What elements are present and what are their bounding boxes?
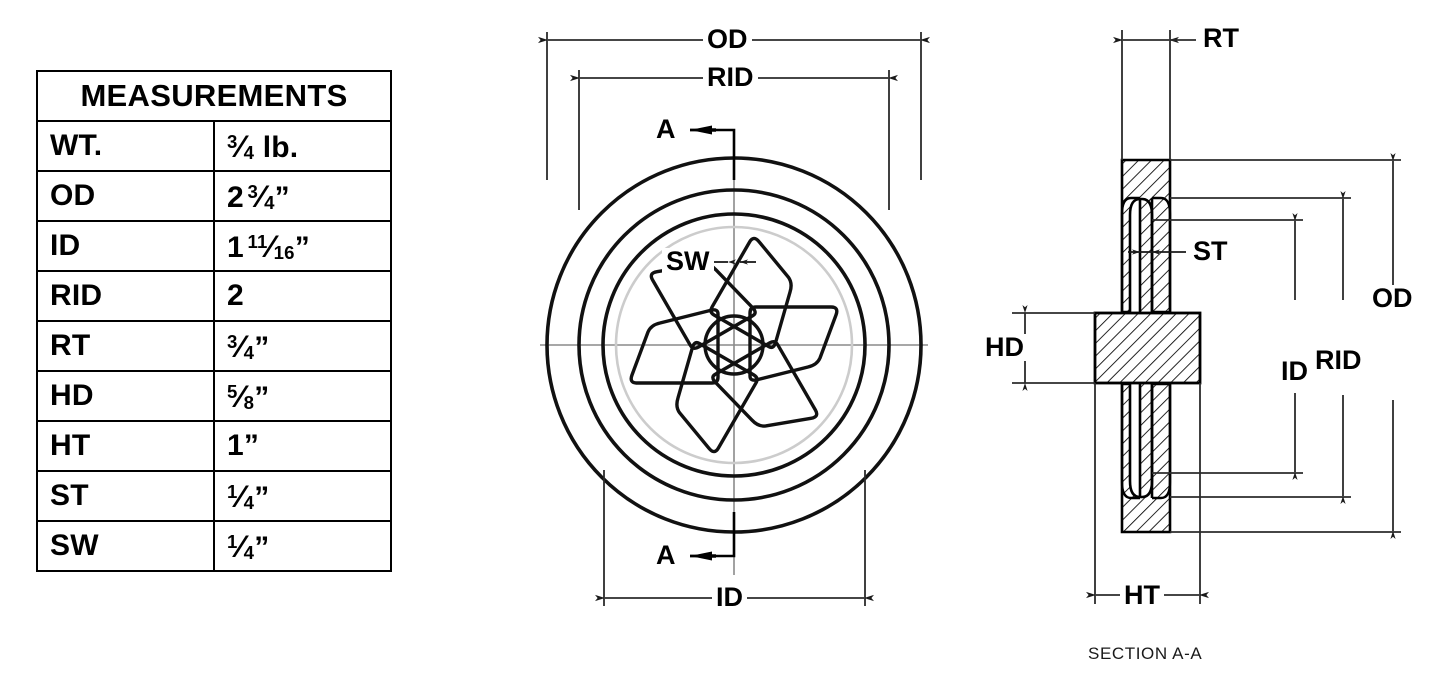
hub-bore-circle (703, 314, 765, 376)
row-label-sw: SW (36, 520, 215, 572)
spoke-window (629, 308, 720, 385)
section-rt-label: RT (1199, 25, 1243, 52)
hidden-web-circle (614, 225, 854, 465)
row-value-wt-suffix: lb. (254, 130, 299, 164)
section-view (1012, 30, 1401, 604)
section-groove-outlines (1120, 196, 1172, 500)
fraction-id: 11⁄16 (247, 227, 295, 264)
fraction-bar: ⁄ (237, 477, 244, 514)
section-view-caption: SECTION A-A (1088, 644, 1203, 663)
table-row: RT 3⁄4” (36, 320, 392, 372)
fraction-bar: ⁄ (237, 377, 244, 414)
row-value-id-whole: 1 (227, 230, 244, 264)
table-title-row: MEASUREMENTS (36, 70, 392, 122)
front-od-dimension (538, 32, 930, 180)
section-mark-a-top: A (652, 116, 680, 143)
row-value-hd-suffix: ” (254, 380, 270, 414)
spoke-window (711, 340, 819, 428)
section-web-lower (1140, 383, 1152, 497)
fraction-bar: ⁄ (237, 127, 244, 164)
row-value-st-suffix: ” (254, 480, 270, 514)
row-value-rid: 2 (213, 270, 392, 322)
spoke-window (709, 236, 793, 350)
row-label-wt: WT. (36, 120, 215, 172)
spoke-window (748, 305, 839, 382)
row-value-ht: 1” (213, 420, 392, 472)
row-label-rt: RT (36, 320, 215, 372)
section-cut-top (690, 128, 736, 180)
table-row: ST 1⁄4” (36, 470, 392, 522)
row-label-st: ST (36, 470, 215, 522)
section-lower-rim (1120, 382, 1172, 534)
rim-inner-diameter-circle (577, 188, 891, 502)
section-upper-rim (1120, 158, 1172, 314)
fraction-wt: 3⁄4 (227, 127, 255, 164)
fraction-rt: 3⁄4 (227, 327, 255, 364)
fraction-od: 3⁄4 (247, 177, 275, 214)
spoke-window (675, 340, 759, 454)
section-web-upper (1140, 199, 1152, 313)
section-ht-dimension (1086, 383, 1209, 604)
row-value-id-suffix: ” (294, 230, 310, 264)
section-od-label: OD (1368, 285, 1417, 312)
section-web-edges (1138, 198, 1154, 498)
front-od-label: OD (703, 26, 752, 53)
row-value-wt: 3⁄4 lb. (213, 120, 392, 172)
section-hd-label: HD (981, 334, 1028, 361)
fraction-hd: 5⁄8 (227, 377, 255, 414)
section-solid-body (1093, 158, 1202, 534)
section-mark-a-bottom: A (652, 542, 680, 569)
front-id-label: ID (712, 584, 747, 611)
front-rid-label: RID (703, 64, 758, 91)
fraction-bar: ⁄ (237, 527, 244, 564)
section-id-label: ID (1277, 358, 1312, 385)
row-value-od-whole: 2 (227, 180, 244, 214)
table-row: HT 1” (36, 420, 392, 472)
fraction-bar: ⁄ (267, 227, 274, 264)
section-ht-label: HT (1120, 582, 1164, 609)
fraction-st: 1⁄4 (227, 477, 255, 514)
row-value-rt-suffix: ” (254, 330, 270, 364)
row-label-od: OD (36, 170, 215, 222)
inner-diameter-circle (601, 212, 867, 478)
outer-diameter-circle (545, 156, 923, 534)
table-row: RID 2 (36, 270, 392, 322)
fraction-bar: ⁄ (258, 177, 264, 214)
fraction-bar: ⁄ (237, 327, 244, 364)
row-value-sw-suffix: ” (254, 530, 270, 564)
section-rt-dimension (1113, 30, 1196, 160)
fraction-sw: 1⁄4 (227, 527, 255, 564)
row-value-hd: 5⁄8” (213, 370, 392, 422)
front-view (538, 32, 930, 606)
row-value-st: 1⁄4” (213, 470, 392, 522)
row-label-rid: RID (36, 270, 215, 322)
table-row: WT. 3⁄4 lb. (36, 120, 392, 172)
section-cut-bottom (690, 512, 736, 558)
row-label-id: ID (36, 220, 215, 272)
row-value-sw: 1⁄4” (213, 520, 392, 572)
measurements-table-title: MEASUREMENTS (36, 70, 392, 122)
front-sw-label: SW (662, 248, 714, 275)
section-hub-boss (1093, 311, 1202, 385)
row-value-rt: 3⁄4” (213, 320, 392, 372)
section-st-label: ST (1189, 238, 1232, 265)
section-od-dimension (1170, 153, 1401, 539)
row-value-od-suffix: ” (274, 180, 290, 214)
table-row: HD 5⁄8” (36, 370, 392, 422)
section-rid-label: RID (1311, 347, 1366, 374)
row-label-hd: HD (36, 370, 215, 422)
front-view-centerlines (540, 150, 928, 575)
table-row: SW 1⁄4” (36, 520, 392, 572)
row-label-ht: HT (36, 420, 215, 472)
